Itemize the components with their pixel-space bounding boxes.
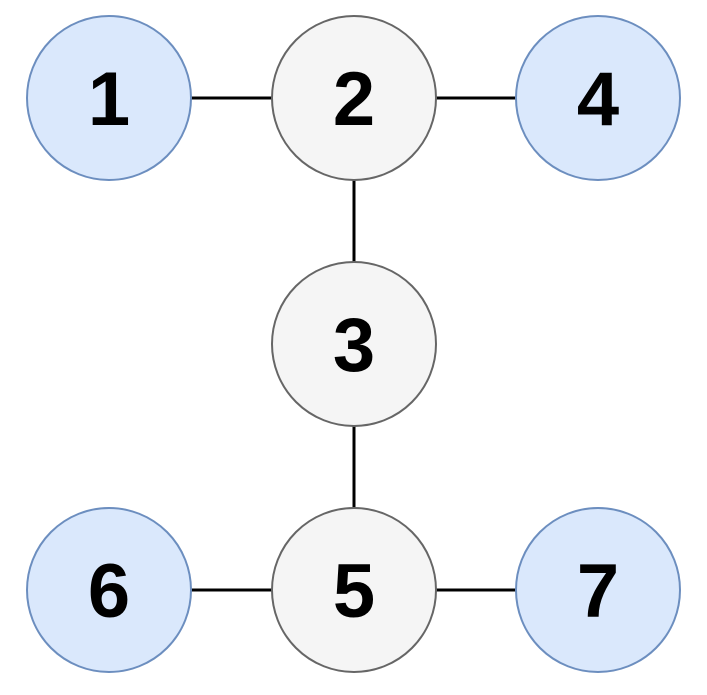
node-2-circle[interactable] bbox=[271, 15, 437, 181]
node-7[interactable]: 7 bbox=[515, 507, 681, 673]
node-4[interactable]: 4 bbox=[515, 15, 681, 181]
node-7-circle[interactable] bbox=[515, 507, 681, 673]
node-3[interactable]: 3 bbox=[271, 261, 437, 427]
node-1[interactable]: 1 bbox=[26, 15, 192, 181]
node-3-label: 3 bbox=[333, 303, 375, 388]
node-4-circle[interactable] bbox=[515, 15, 681, 181]
nodes-layer: 1 2 4 3 6 5 7 bbox=[26, 15, 681, 673]
node-6[interactable]: 6 bbox=[26, 507, 192, 673]
node-4-label: 4 bbox=[577, 57, 619, 142]
node-7-label: 7 bbox=[577, 549, 619, 634]
node-6-circle[interactable] bbox=[26, 507, 192, 673]
node-6-label: 6 bbox=[88, 549, 130, 634]
node-1-circle[interactable] bbox=[26, 15, 192, 181]
node-5[interactable]: 5 bbox=[271, 507, 437, 673]
node-2[interactable]: 2 bbox=[271, 15, 437, 181]
node-5-label: 5 bbox=[333, 549, 375, 634]
node-1-label: 1 bbox=[88, 57, 130, 142]
node-3-circle[interactable] bbox=[271, 261, 437, 427]
node-2-label: 2 bbox=[333, 57, 375, 142]
node-5-circle[interactable] bbox=[271, 507, 437, 673]
